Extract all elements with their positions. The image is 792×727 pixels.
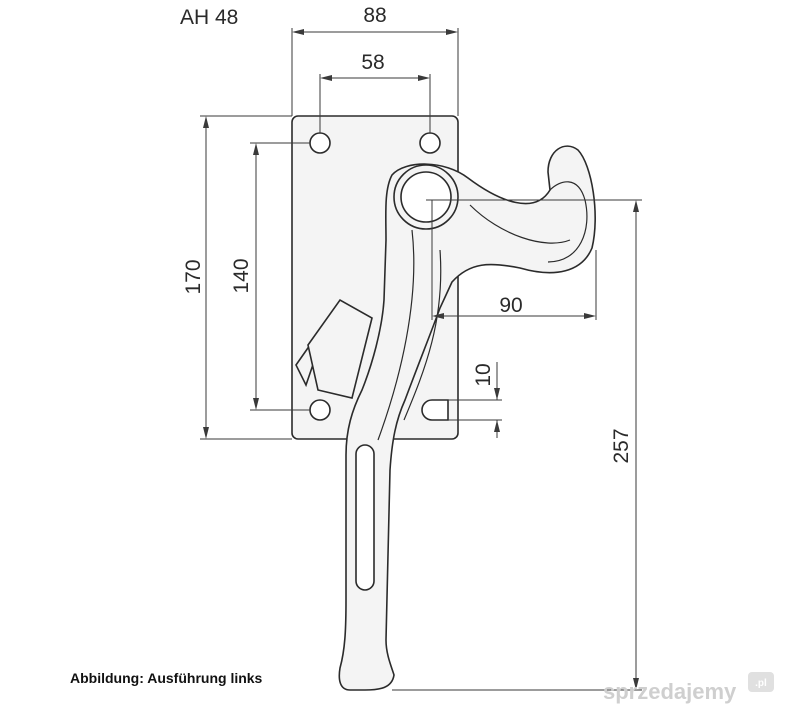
mounting-hole-top-right — [419, 132, 441, 154]
dim-88-arrow-right — [446, 29, 458, 35]
dim-88-arrow-left — [292, 29, 304, 35]
dim-58-arrow-right — [418, 75, 430, 81]
lever-handle — [338, 145, 596, 691]
dim-140-arrow-top — [253, 143, 259, 155]
dim-10-arrow-bottom — [494, 420, 500, 432]
dim-10-label: 10 — [472, 363, 495, 386]
dim-140-label: 140 — [230, 258, 253, 293]
dim-257-label: 257 — [610, 428, 633, 463]
mounting-hole-top-left — [309, 132, 331, 154]
dim-10-arrow-top — [494, 388, 500, 400]
watermark-badge — [748, 672, 774, 692]
spring-catch-block — [307, 298, 373, 399]
watermark-text: sprzedajemy — [603, 679, 737, 704]
drawing-title: AH 48 — [180, 6, 238, 29]
dim-58-label: 58 — [361, 51, 384, 74]
hook-web-edge — [469, 204, 571, 244]
lever-inner-edge — [377, 229, 415, 441]
dim-58-arrow-left — [320, 75, 332, 81]
dim-88-label: 88 — [363, 4, 386, 27]
pivot-hole — [400, 171, 452, 223]
dim-90-label: 90 — [499, 294, 522, 317]
mounting-slot-bottom-right — [421, 399, 449, 421]
dim-257-arrow-top — [633, 200, 639, 212]
watermark-badge-text: .pl — [755, 678, 767, 689]
caption: Abbildung: Ausführung links — [70, 670, 263, 686]
dim-90-arrow-right — [584, 313, 596, 319]
mounting-hole-bottom-left — [309, 399, 331, 421]
dim-170-label: 170 — [182, 259, 205, 294]
dim-170-arrow-top — [203, 116, 209, 128]
handle-slot — [355, 444, 375, 591]
lever-rib-edge — [403, 249, 442, 421]
dim-257-arrow-bottom — [633, 678, 639, 690]
dim-170-arrow-bottom — [203, 427, 209, 439]
dim-90-arrow-left — [432, 313, 444, 319]
dim-140-arrow-bottom — [253, 398, 259, 410]
